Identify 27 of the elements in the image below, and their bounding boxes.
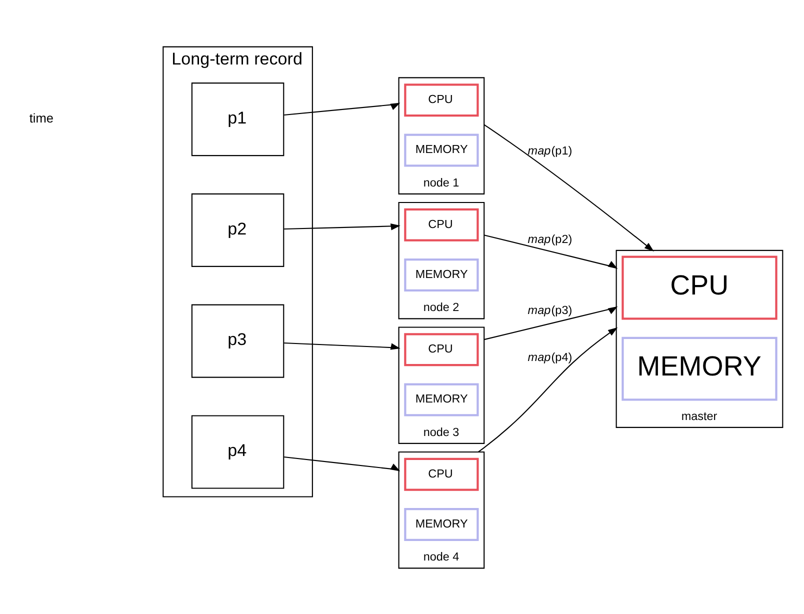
arrow <box>284 223 400 230</box>
arrow <box>284 342 400 350</box>
node-box: CPU <box>404 208 479 241</box>
node-box: CPU <box>404 332 479 366</box>
node-box: CPU <box>404 83 479 116</box>
edge-label: map(p3) <box>528 304 572 317</box>
arrow <box>478 326 618 452</box>
arrow <box>284 102 400 116</box>
node-box: MEMORY <box>404 382 479 416</box>
node-box: MEMORY <box>622 336 778 400</box>
arrow <box>484 306 618 340</box>
edge-label: map(p2) <box>528 232 572 246</box>
arrow <box>484 124 654 251</box>
node-box: MEMORY <box>404 258 479 291</box>
node-box: CPU <box>622 255 778 320</box>
node-box: p4 <box>191 414 284 488</box>
label: time <box>29 110 54 126</box>
node-box: p2 <box>191 192 284 266</box>
node-box: MEMORY <box>404 133 479 166</box>
node-box: MEMORY <box>404 507 479 541</box>
node-box: p3 <box>191 304 284 378</box>
node-box: CPU <box>404 457 479 490</box>
edge-label: map(p4) <box>528 350 572 364</box>
node-box: p1 <box>191 82 284 156</box>
arrow <box>484 234 618 268</box>
arrow <box>284 456 400 471</box>
edge-label: map(p1) <box>528 144 572 157</box>
